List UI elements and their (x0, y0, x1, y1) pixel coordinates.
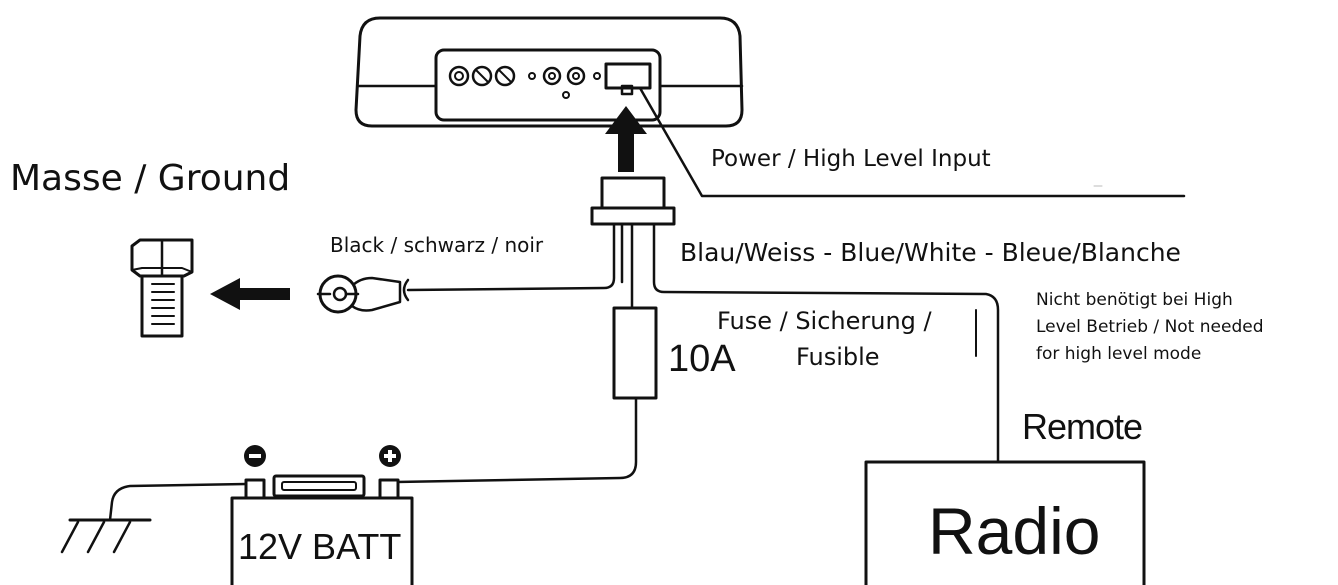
harness-plug (590, 176, 676, 226)
note-line2: Level Betrieb / Not needed (1036, 317, 1264, 337)
fuse-rating-label: 10A (668, 338, 736, 380)
plug-insert-arrow (605, 106, 647, 172)
remote-label: Remote (1022, 406, 1143, 447)
note-line3: for high level mode (1036, 344, 1202, 364)
fuse-holder (612, 306, 658, 400)
blue-white-wire-label: Blau/Weiss - Blue/White - Bleue/Blanche (680, 238, 1181, 267)
fuse-label-line1: Fuse / Sicherung / (717, 307, 932, 335)
power-input-label: Power / High Level Input (711, 146, 991, 172)
bolt-icon (130, 238, 194, 338)
remote-wire (652, 222, 1000, 464)
radio-label: Radio (928, 494, 1101, 568)
black-wire-label: Black / schwarz / noir (330, 233, 544, 257)
ground-wire (406, 222, 616, 292)
fuse-label-line2: Fusible (796, 343, 880, 371)
ground-arrow (210, 278, 290, 310)
radio-box (864, 460, 1146, 585)
ground-title: Masse / Ground (10, 158, 291, 199)
note-line1: Nicht benötigt bei High (1036, 290, 1233, 310)
power-connector-socket (604, 62, 652, 96)
amplifier-unit (354, 16, 744, 128)
power-input-leader (638, 86, 1186, 198)
ring-terminal-icon (316, 274, 402, 314)
ground-symbol-icon (60, 518, 152, 554)
plus-circle-icon (379, 445, 401, 467)
battery-label: 12V BATT (238, 526, 402, 567)
minus-circle-icon (244, 445, 266, 467)
battery (230, 474, 414, 585)
chassis-ground-wire (108, 482, 248, 522)
